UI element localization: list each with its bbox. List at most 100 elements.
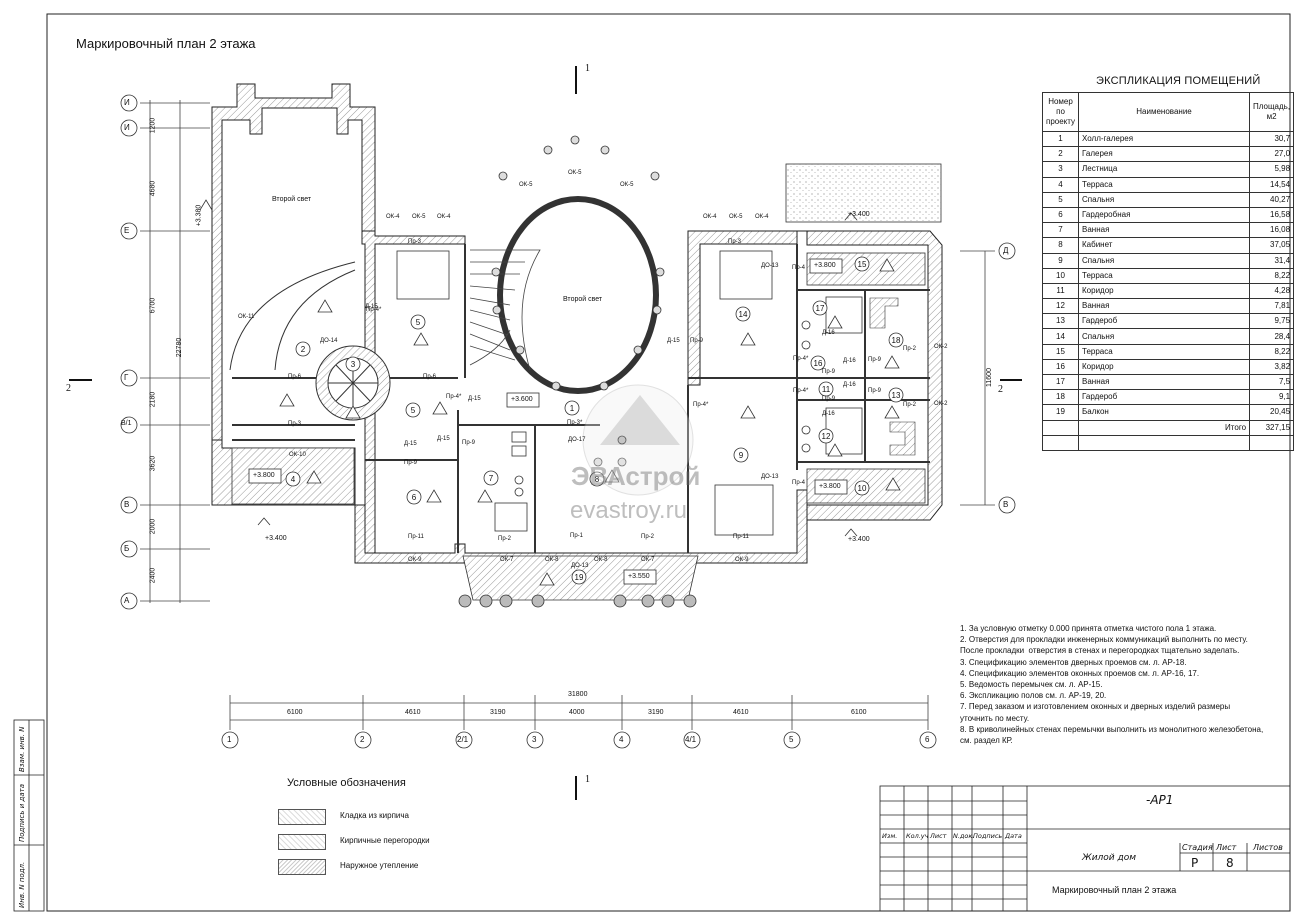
level-mark: +3.550 <box>628 573 650 580</box>
table-cell <box>1041 434 1080 451</box>
stamp-col: N.док. <box>953 832 975 840</box>
vertical-dimension-lines <box>140 100 995 603</box>
table-cell: Коридор <box>1078 358 1251 376</box>
opening-label: ОК-5 <box>519 182 533 188</box>
notes: 1. За условную отметку 0.000 принята отм… <box>960 623 1280 746</box>
table-cell: Терраса <box>1078 267 1251 284</box>
dim-value: 1200 <box>149 117 157 134</box>
sheet-frame <box>46 13 1291 912</box>
note-line: После прокладки отверстия в стенах и пер… <box>960 646 1240 656</box>
svg-text:4: 4 <box>291 475 296 484</box>
table-cell: Гардеробная <box>1078 206 1251 224</box>
table-cell: 20,45 <box>1249 404 1295 421</box>
table-cell: 9,75 <box>1249 313 1295 330</box>
svg-text:9: 9 <box>739 451 744 460</box>
opening-label: Пр-6 <box>423 374 436 380</box>
table-cell: 14,54 <box>1249 176 1295 193</box>
opening-label: ОК-2 <box>934 401 948 407</box>
svg-text:8: 8 <box>595 475 600 484</box>
opening-label: Пр-4* <box>366 307 382 313</box>
stamp-sheet-name: Маркировочный план 2 этажа <box>1052 885 1177 895</box>
dim-value: 4680 <box>149 180 157 197</box>
opening-label: Пр-9 <box>822 369 835 375</box>
level-mark: +3.400 <box>848 211 870 218</box>
svg-text:15: 15 <box>858 260 867 269</box>
legend-label: Кладка из кирпича <box>340 811 409 820</box>
table-cell: Спальня <box>1078 191 1251 208</box>
svg-text:11: 11 <box>822 385 831 394</box>
opening-label: ОК-4 <box>755 214 769 220</box>
furniture <box>396 250 863 536</box>
stamp-sheet: 8 <box>1226 856 1234 870</box>
table-cell: 9,1 <box>1249 389 1295 406</box>
dim-value: 6100 <box>851 709 867 716</box>
opening-label: Пр-3 <box>408 239 421 245</box>
side-stamp-inv: Инв. N подл. <box>18 861 26 908</box>
section-2-left: 2 <box>66 383 71 394</box>
col-header: Площадь, м2 <box>1249 92 1295 132</box>
note-line: 1. За условную отметку 0.000 принята отм… <box>960 624 1217 633</box>
table-cell: 3 <box>1041 161 1080 178</box>
oval-columns <box>491 135 665 467</box>
room-label: Второй свет <box>563 296 603 303</box>
opening-label: ОК-2 <box>934 344 948 350</box>
plan-title: Маркировочный план 2 этажа <box>76 36 256 51</box>
svg-text:5: 5 <box>416 318 421 327</box>
oval-void-wall <box>497 196 659 394</box>
svg-text:19: 19 <box>575 573 584 582</box>
opening-label: Пр-9 <box>404 460 417 466</box>
note-line: 6. Экспликацию полов см. л. АР-19, 20. <box>960 691 1107 701</box>
table-cell: 4 <box>1041 176 1080 193</box>
opening-label: Д-15 <box>667 338 680 344</box>
stamp-sheets-label: Листов <box>1253 843 1283 852</box>
level-mark: +3.800 <box>819 483 841 490</box>
axis-label: Б <box>124 544 130 553</box>
opening-label: Пр-9 <box>868 357 881 363</box>
table-cell <box>1041 419 1080 436</box>
dim-value: 2400 <box>149 567 157 584</box>
table-cell: 6 <box>1041 206 1080 224</box>
axis-label: В <box>124 500 130 509</box>
small-stairs <box>869 297 916 456</box>
section-markers <box>69 66 1022 800</box>
opening-label: ОК-4 <box>437 214 451 220</box>
table-cell: 37,05 <box>1249 237 1295 254</box>
table-cell: Холл-галерея <box>1078 130 1251 148</box>
legend-title: Условные обозначения <box>287 777 406 789</box>
level-mark: +3.400 <box>265 535 287 542</box>
table-cell: 3,82 <box>1249 358 1295 376</box>
interior-partitions <box>232 244 930 553</box>
exterior-walls <box>211 83 943 564</box>
table-cell: 31,4 <box>1249 252 1295 269</box>
section-1-top: 1 <box>585 63 590 74</box>
note-line: 3. Спецификацию элементов дверных проемо… <box>960 657 1187 667</box>
opening-label: ОК-11 <box>238 314 255 320</box>
table-row <box>1041 434 1295 451</box>
opening-label: Пр-6 <box>288 374 301 380</box>
stamp-col: Подпись <box>973 832 1003 840</box>
axis-number: 1 <box>227 735 232 744</box>
watermark-site: evastroy.ru <box>570 497 687 524</box>
dim-value: 3620 <box>149 455 157 472</box>
opening-label: Пр-4 <box>792 480 805 486</box>
dim-value: 4610 <box>405 709 421 716</box>
table-cell: 4,28 <box>1249 282 1295 300</box>
table-cell: 7 <box>1041 222 1080 239</box>
table-cell: 15 <box>1041 343 1080 360</box>
table-cell: Кабинет <box>1078 237 1251 254</box>
axis-label: Д <box>1003 246 1009 255</box>
legend-label: Кирпичные перегородки <box>340 836 430 845</box>
dim-value: 2180 <box>149 391 157 408</box>
